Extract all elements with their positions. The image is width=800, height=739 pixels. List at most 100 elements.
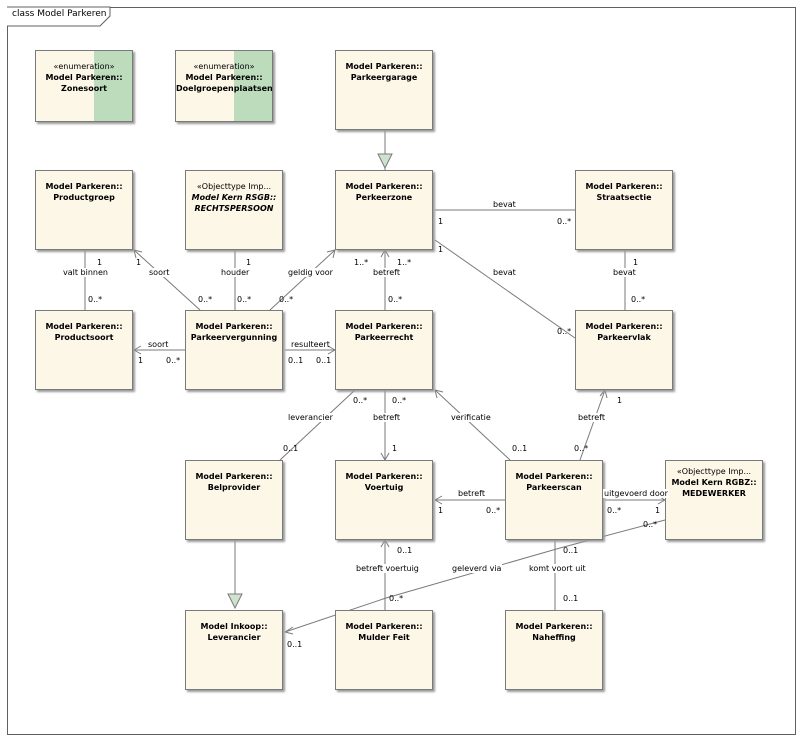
class-parkeervergunning[interactable]: Model Parkeren:: Parkeervergunning <box>185 310 283 390</box>
class-name: Model Parkeren:: Straatsectie <box>585 182 663 202</box>
arrow-parkeervlak <box>599 389 608 399</box>
role-label-betreft: betreft <box>458 489 485 498</box>
assoc-scan-recht <box>434 389 511 461</box>
class-name: Model Parkeren:: Mulder Feit <box>345 622 423 642</box>
enum-stripe <box>94 51 132 121</box>
arrow-productsoort <box>133 345 142 355</box>
role-label-leverancier: leverancier <box>287 413 334 422</box>
enum-stripe <box>234 51 272 121</box>
multiplicity: 0..* <box>607 506 622 515</box>
class-productgroep[interactable]: Model Parkeren:: Productgroep <box>35 170 133 250</box>
multiplicity: 1..* <box>397 258 412 267</box>
arrow-recht <box>327 345 336 355</box>
assoc-vergunning-zone <box>269 249 336 311</box>
class-name: RECHTSPERSOON <box>194 204 274 213</box>
multiplicity: 0..* <box>486 506 501 515</box>
multiplicity: 1 <box>438 217 444 226</box>
multiplicity: 1 <box>617 396 623 405</box>
multiplicity: 0..* <box>88 295 103 304</box>
multiplicity: 0..1 <box>316 356 332 365</box>
role-label-geleverd-via: geleverd via <box>451 564 503 573</box>
class-name: Model Parkeren:: Parkeerscan <box>515 472 593 492</box>
multiplicity: 0..* <box>279 295 294 304</box>
role-label-betreft: betreft <box>372 268 401 277</box>
multiplicity: 0..* <box>392 396 407 405</box>
generalization-triangle-leverancier <box>227 593 243 610</box>
class-parkeerrecht[interactable]: Model Parkeren:: Parkeerrecht <box>335 310 433 390</box>
multiplicity: 0..* <box>557 327 572 336</box>
multiplicity: 1 <box>655 506 661 515</box>
stereotype-label: «enumeration» <box>53 62 115 71</box>
stereotype-label: «Objecttype Imp... <box>196 182 272 191</box>
arrow-zone-recht <box>380 249 390 258</box>
class-belprovider[interactable]: Model Parkeren:: Belprovider <box>185 460 283 540</box>
role-label-betreft: betreft <box>577 413 606 422</box>
multiplicity: 0..* <box>198 295 213 304</box>
class-parkeerscan[interactable]: Model Parkeren:: Parkeerscan <box>505 460 603 540</box>
multiplicity: 1 <box>138 356 144 365</box>
multiplicity: 0..* <box>389 594 404 603</box>
class-naheffing[interactable]: Model Parkeren:: Naheffing <box>505 610 603 690</box>
diagram-title: class Model Parkeren <box>12 9 107 19</box>
arrow-productgroep <box>133 249 143 259</box>
multiplicity: 0..1 <box>288 356 304 365</box>
arrow-recht-scan <box>434 389 444 399</box>
class-rechtspersoon[interactable]: «Objecttype Imp... Model Kern RSGB:: REC… <box>185 170 283 250</box>
class-name: Model Kern RGBZ:: MEDEWERKER <box>671 478 757 498</box>
role-label-resulteert: resulteert <box>291 340 330 349</box>
multiplicity: 0..* <box>237 295 252 304</box>
class-name: Model Parkeren:: Productgroep <box>45 182 123 202</box>
multiplicity: 0..* <box>574 444 589 453</box>
class-productsoort[interactable]: Model Parkeren:: Productsoort <box>35 310 133 390</box>
class-doelgroepenplaatsen[interactable]: «enumeration» Model Parkeren:: Doelgroep… <box>175 50 273 122</box>
class-name: Model Parkeren:: Productsoort <box>45 322 123 342</box>
class-name: Model Inkoop:: Leverancier <box>200 622 268 642</box>
class-name: Model Parkeren:: Parkeervergunning <box>190 322 278 342</box>
role-label-betreft: betreft <box>372 413 401 422</box>
multiplicity: 1 <box>392 444 398 453</box>
multiplicity: 0..1 <box>563 594 579 603</box>
arrow-zone-vergunning <box>326 249 336 259</box>
role-label-bevat: bevat <box>493 268 516 277</box>
role-label-valt-binnen: valt binnen <box>62 268 109 277</box>
class-straatsectie[interactable]: Model Parkeren:: Straatsectie <box>575 170 673 250</box>
multiplicity: 1 <box>438 245 444 254</box>
class-medewerker[interactable]: «Objecttype Imp... Model Kern RGBZ:: MED… <box>665 460 763 540</box>
multiplicity: 1 <box>97 258 103 267</box>
class-name: Model Parkeren:: Perkeerzone <box>345 182 423 202</box>
class-name: Model Parkeren:: Parkeergarage <box>345 62 423 82</box>
class-parkeervlak[interactable]: Model Parkeren:: Parkeervlak <box>575 310 673 390</box>
role-label-soort: soort <box>148 340 169 349</box>
stereotype-label: «enumeration» <box>193 62 255 71</box>
multiplicity: 0..* <box>353 396 368 405</box>
class-leverancier[interactable]: Model Inkoop:: Leverancier <box>185 610 283 690</box>
class-name: Model Parkeren:: Parkeerrecht <box>345 322 423 342</box>
multiplicity: 1 <box>438 506 444 515</box>
role-label-bevat: bevat <box>612 268 637 277</box>
class-zonesoort[interactable]: «enumeration» Model Parkeren:: Zonesoort <box>35 50 133 122</box>
multiplicity: 0..1 <box>563 546 579 555</box>
class-package: Model Kern RSGB:: <box>191 193 277 202</box>
class-name: Model Parkeren:: Voertuig <box>345 472 423 492</box>
class-name: Model Parkeren:: Belprovider <box>195 472 273 492</box>
generalization-triangle-parkeergarage <box>377 153 393 170</box>
class-parkeergarage[interactable]: Model Parkeren:: Parkeergarage <box>335 50 433 130</box>
multiplicity: 0..1 <box>512 444 528 453</box>
class-name: Model Parkeren:: Naheffing <box>515 622 593 642</box>
class-name: Model Parkeren:: Parkeervlak <box>585 322 663 342</box>
multiplicity: 0..* <box>388 295 403 304</box>
arrow-voertuig-scan <box>434 495 443 505</box>
multiplicity: 0..* <box>643 520 658 529</box>
role-label-bevat: bevat <box>493 200 516 209</box>
multiplicity: 1 <box>246 258 252 267</box>
role-label-verificatie: verificatie <box>450 413 492 422</box>
class-perkeerzone[interactable]: Model Parkeren:: Perkeerzone <box>335 170 433 250</box>
multiplicity: 0..1 <box>287 640 303 649</box>
assoc-zone-parkeervlak <box>434 239 576 339</box>
class-mulderfeit[interactable]: Model Parkeren:: Mulder Feit <box>335 610 433 690</box>
arrow-leverancier <box>284 626 294 635</box>
class-voertuig[interactable]: Model Parkeren:: Voertuig <box>335 460 433 540</box>
multiplicity: 0..* <box>557 217 572 226</box>
role-label-betreft-voertuig: betreft voertuig <box>355 564 420 573</box>
